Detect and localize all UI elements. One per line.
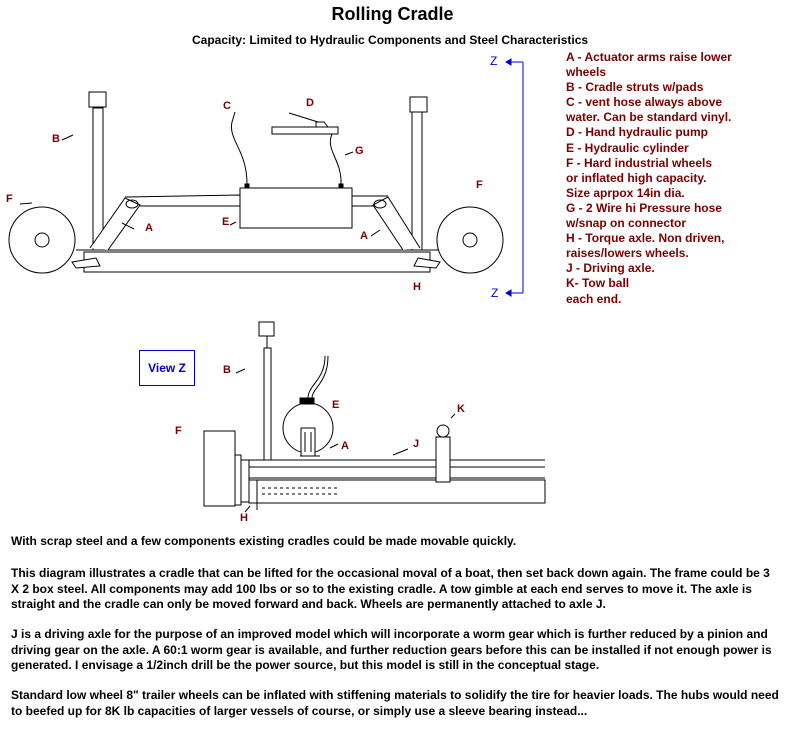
top-view-drawing xyxy=(8,91,504,274)
torque-axle xyxy=(248,479,546,504)
right-actuator-arm xyxy=(372,196,421,251)
legend-line: D - Hand hydraulic pump xyxy=(566,125,709,140)
tow-ball xyxy=(436,424,450,438)
legend-line: w/snap on connector xyxy=(566,216,687,231)
legend-line: wheels xyxy=(566,65,607,80)
side-label-k: K xyxy=(457,403,465,415)
legend-line: or inflated high capacity. xyxy=(566,170,707,185)
legend-line: H - Torque axle. Non driven, xyxy=(566,231,725,246)
side-strut-pad xyxy=(258,321,275,337)
legend-line: each end. xyxy=(566,291,622,306)
label-e: E xyxy=(222,216,230,228)
side-wheel xyxy=(203,430,236,507)
z-label-top: Z xyxy=(490,54,498,68)
left-strut xyxy=(92,107,104,251)
legend-line: water. Can be standard vinyl. xyxy=(566,110,732,125)
paragraph-wheels: Standard low wheel 8" trailer wheels can… xyxy=(11,688,779,718)
side-label-b: B xyxy=(223,364,231,376)
right-strut xyxy=(411,111,423,251)
legend-line: C - vent hose always above xyxy=(566,95,723,110)
side-strut xyxy=(263,347,272,461)
base-rail xyxy=(83,251,431,273)
legend-line: J - Driving axle. xyxy=(566,261,655,276)
page-subtitle: Capacity: Limited to Hydraulic Component… xyxy=(192,33,589,47)
side-label-a: A xyxy=(341,440,349,452)
side-label-f: F xyxy=(175,425,182,437)
vent-hose xyxy=(230,111,248,185)
paragraph-description: This diagram illustrates a cradle that c… xyxy=(11,566,770,611)
side-label-e: E xyxy=(332,399,340,411)
legend-line: F - Hard industrial wheels xyxy=(566,155,713,170)
label-f-left: F xyxy=(6,193,13,205)
side-actuator xyxy=(300,427,316,457)
page-title: Rolling Cradle xyxy=(331,4,454,24)
label-g: G xyxy=(355,145,364,157)
label-h-top: H xyxy=(413,281,421,293)
label-a-right: A xyxy=(360,230,368,242)
label-c: C xyxy=(223,100,231,112)
paragraph-intro: With scrap steel and a few components ex… xyxy=(11,534,517,548)
pressure-hose xyxy=(329,133,342,185)
legend-line: B - Cradle struts w/pads xyxy=(566,80,704,95)
legend-line: Size aprpox 14in dia. xyxy=(566,185,685,200)
legend-line: G - 2 Wire hi Pressure hose xyxy=(566,200,722,215)
hand-pump xyxy=(271,126,339,135)
z-label-bottom: Z xyxy=(491,286,499,300)
label-b: B xyxy=(52,133,60,145)
left-actuator-arm xyxy=(89,197,141,251)
hydraulic-cylinder xyxy=(239,187,353,229)
side-view-drawing xyxy=(203,321,546,513)
legend-line: K- Tow ball xyxy=(566,276,630,291)
left-strut-pad xyxy=(88,91,107,108)
paragraph-driving-axle: J is a driving axle for the purpose of a… xyxy=(11,627,772,672)
legend-line: raises/lowers wheels. xyxy=(566,246,689,261)
side-label-j: J xyxy=(413,438,420,450)
side-label-h: H xyxy=(240,512,248,524)
label-f-right: F xyxy=(476,179,483,191)
right-strut-pad xyxy=(409,96,428,113)
legend: A - Actuator arms raise lower wheels B -… xyxy=(566,50,781,307)
legend-line: E - Hydraulic cylinder xyxy=(566,140,689,155)
z-marker xyxy=(505,58,524,297)
label-d: D xyxy=(306,97,314,109)
view-z-box: View Z xyxy=(139,350,195,386)
label-a-left: A xyxy=(145,222,153,234)
legend-line: A - Actuator arms raise lower xyxy=(566,50,732,64)
